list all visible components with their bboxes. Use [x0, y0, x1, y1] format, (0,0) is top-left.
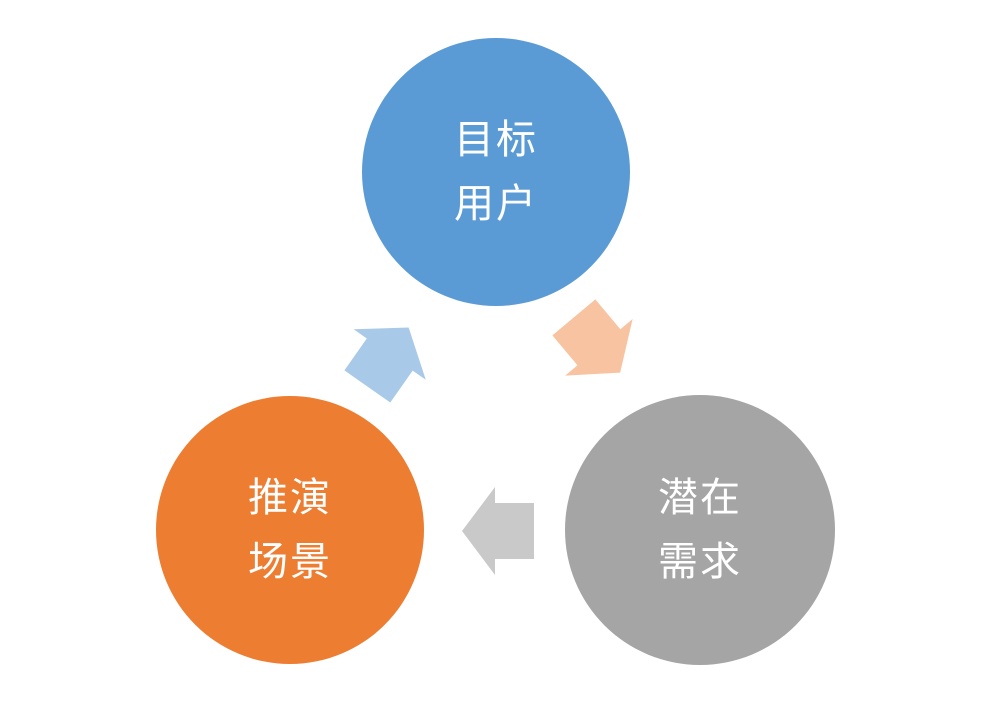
node-latent-needs: 潜在 需求 — [565, 395, 835, 665]
node-target-users: 目标 用户 — [362, 38, 630, 306]
arrow-needs-to-scenarios — [462, 487, 534, 575]
node-label-line1: 目标 — [454, 117, 538, 163]
node-scenarios: 推演 场景 — [156, 396, 424, 664]
node-label-line1: 推演 — [248, 475, 332, 521]
arrow-scenarios-to-users — [331, 302, 445, 412]
node-label-line2: 需求 — [658, 539, 742, 585]
arrow-users-to-needs — [540, 289, 654, 401]
node-label-line2: 场景 — [248, 539, 332, 585]
node-label-line2: 用户 — [454, 181, 538, 227]
node-label-line1: 潜在 — [658, 475, 742, 521]
